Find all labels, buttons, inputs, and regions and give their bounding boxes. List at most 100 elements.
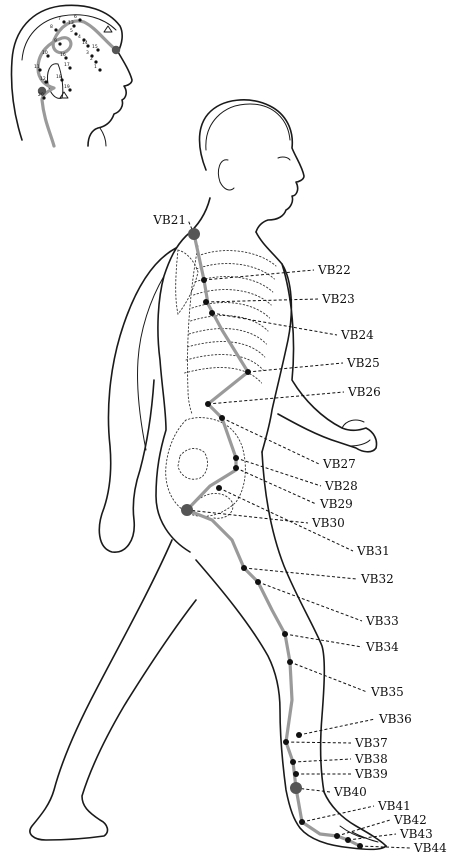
inset-point-number: 5 — [70, 28, 73, 34]
inset-point-number: 17 — [64, 62, 70, 68]
acupoint-vb22 — [201, 277, 207, 283]
point-label-vb22: VB22 — [317, 263, 351, 277]
inset-point — [44, 80, 48, 84]
leader-line-vb35 — [289, 661, 368, 693]
hair-line — [205, 103, 291, 151]
acupoint-vb42 — [334, 833, 340, 839]
acupoint-vb39 — [293, 771, 299, 777]
leader-line-vb33 — [257, 581, 363, 622]
point-label-vb25: VB25 — [346, 356, 380, 370]
inset-point — [46, 54, 50, 58]
femur-head — [197, 493, 234, 519]
acupoint-vb38 — [290, 759, 296, 765]
inset-ear — [47, 63, 64, 99]
point-label-vb24: VB24 — [340, 328, 374, 342]
rib — [190, 315, 269, 332]
inset-point-number: 18 — [56, 74, 62, 80]
point-label-vb27: VB27 — [322, 457, 356, 471]
leader-line-vb25 — [247, 362, 344, 373]
leader-lines — [186, 219, 411, 849]
torso-back-outline — [155, 197, 211, 553]
inset-point — [38, 68, 42, 72]
inset-point-number: 4 — [78, 34, 81, 40]
point-label-vb41: VB41 — [377, 799, 411, 813]
inset-point — [74, 32, 78, 36]
inset-point — [94, 60, 98, 64]
rib — [185, 354, 264, 371]
acupoint-vb37 — [283, 739, 289, 745]
point-label-vb28: VB28 — [324, 479, 358, 493]
back-arm-outline — [98, 247, 177, 553]
inset-head-outline — [10, 4, 133, 147]
inset-point-number: 13 — [68, 20, 74, 26]
front-arm-outline — [277, 263, 378, 453]
point-label-vb35: VB35 — [370, 685, 404, 699]
point-label-vb23: VB23 — [321, 292, 355, 306]
inset-point-number: 11 — [34, 64, 40, 70]
inset-triangle-marker — [59, 91, 69, 99]
inset-hair-line — [21, 14, 117, 61]
leader-line-vb24 — [211, 312, 338, 336]
inset-point-number: 1 — [94, 64, 97, 70]
point-label-vb39: VB39 — [354, 767, 388, 781]
inset-point — [58, 42, 62, 46]
inset-point — [90, 54, 94, 58]
point-label-vb31: VB31 — [356, 544, 390, 558]
acupoint-vb44 — [357, 843, 363, 849]
inset-neck-front — [99, 127, 107, 147]
leader-line-vb23 — [205, 298, 319, 303]
point-label-vb44: VB44 — [413, 841, 447, 855]
inset-point — [54, 28, 58, 32]
acupoint-vb41 — [299, 819, 305, 825]
inset-point — [68, 66, 72, 70]
point-label-vb32: VB32 — [360, 572, 394, 586]
inset-point — [78, 18, 82, 22]
acupoint-vb36 — [296, 732, 302, 738]
leader-line-vb36 — [298, 718, 376, 736]
inset-point-number: 2 — [90, 56, 93, 62]
point-label-vb37: VB37 — [354, 736, 388, 750]
leader-line-vb41 — [301, 805, 375, 823]
scapula — [175, 249, 199, 316]
spine-line — [187, 245, 199, 415]
acupoint-vb43 — [345, 837, 351, 843]
leader-line-vb27 — [221, 417, 320, 465]
back-arm-inner — [136, 275, 165, 451]
front-leg-rear-outline — [195, 559, 387, 851]
point-label-vb42: VB42 — [393, 813, 427, 827]
figure-outline — [29, 99, 387, 851]
inset-point-number: 10 — [42, 50, 48, 56]
leader-line-vb43 — [347, 833, 397, 841]
point-label-vb36: VB36 — [378, 712, 412, 726]
leader-line-vb29 — [235, 467, 317, 505]
leader-line-vb37 — [285, 741, 352, 744]
acupoint-vb29 — [233, 465, 239, 471]
inset-point — [64, 56, 68, 60]
inset-point-number: 14 — [82, 40, 88, 46]
back-leg-outline — [29, 539, 197, 841]
inset-point — [60, 78, 64, 82]
head-outline — [198, 99, 305, 233]
acupoint-vb35 — [287, 659, 293, 665]
rib-cage — [184, 250, 277, 384]
leader-line-vb22 — [203, 269, 315, 281]
gallbladder-meridian-path — [185, 232, 362, 848]
acupoint-vb33 — [255, 579, 261, 585]
acupoint-vb34 — [282, 631, 288, 637]
inset-point — [68, 88, 72, 92]
acupoint-vb23 — [203, 299, 209, 305]
inset-point — [42, 96, 46, 100]
acupoint-vb32 — [241, 565, 247, 571]
point-label-vb26: VB26 — [347, 385, 381, 399]
inset-point-number: 7 — [58, 16, 61, 22]
acupoint-vb24 — [209, 310, 215, 316]
skeleton-overlay — [165, 245, 277, 519]
rib — [191, 302, 271, 319]
inset-point-number: 12 — [40, 76, 46, 82]
inset-point — [82, 38, 86, 42]
inset-point — [86, 44, 90, 48]
point-label-vb40: VB40 — [333, 785, 367, 799]
